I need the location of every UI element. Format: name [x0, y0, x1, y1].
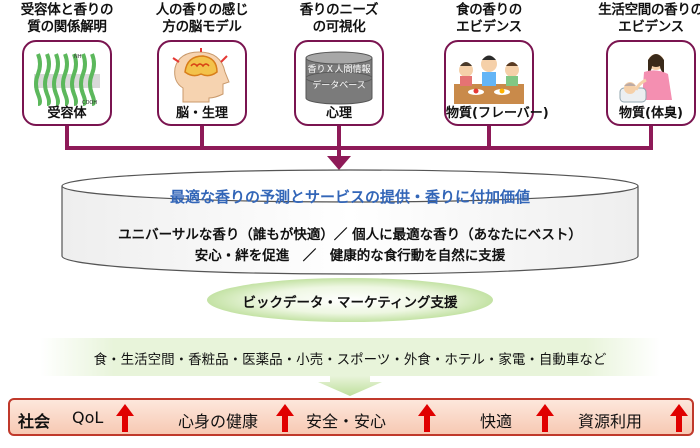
society-item-2: 心身の健康 — [178, 412, 259, 431]
up-arrow-icon — [670, 404, 688, 432]
bigdata-ellipse — [207, 278, 493, 322]
society-item-4: 快適 — [480, 412, 513, 431]
db-label-1: 香りＸ人間情報 — [307, 63, 370, 75]
family-dining-icon — [452, 48, 526, 106]
db-label-2: データベース — [312, 79, 366, 91]
society-item-3: 安全・安心 — [306, 412, 387, 431]
card-label: 物質(体臭) — [619, 106, 683, 121]
connector-drop-2 — [200, 126, 204, 148]
card-label: 脳・生理 — [175, 106, 228, 121]
svg-text:COOH: COOH — [82, 100, 97, 106]
connector-drop-3 — [337, 126, 341, 148]
brain-head-icon — [165, 48, 239, 106]
connector-center-stem — [337, 148, 341, 160]
database-cylinder-icon: 香りＸ人間情報データベース — [302, 48, 376, 106]
cylinder-title: 最適な香りの予測とサービスの提供・香りに付加価値 — [169, 188, 530, 206]
connector-horizontal — [65, 146, 653, 150]
card-label: 受容体 — [47, 106, 87, 121]
up-arrow-icon — [536, 404, 554, 432]
card-2: 脳・生理 — [157, 40, 247, 126]
connector-drop-5 — [649, 126, 653, 148]
column-title: 人の香りの感じ方の脳モデル — [155, 2, 249, 35]
connector-drop-4 — [487, 126, 491, 148]
receptor-molecule-icon: NH COOH — [30, 48, 104, 106]
card-4: 物質(フレーバー) — [444, 40, 549, 126]
card-label: 物質(フレーバー) — [446, 106, 549, 121]
society-heading: 社会 — [18, 412, 51, 431]
society-item-1: QoL — [72, 408, 104, 427]
mother-baby-icon — [614, 48, 688, 106]
svg-text:NH: NH — [74, 54, 82, 60]
card-label: 心理 — [325, 106, 352, 121]
column-title: 生活空間の香りのエビデンス — [598, 2, 700, 35]
up-arrow-icon — [276, 404, 294, 432]
column-title: 香りのニーズの可視化 — [299, 2, 379, 35]
up-arrow-icon — [116, 404, 134, 432]
column-title: 食の香りのエビデンス — [456, 2, 522, 35]
industry-band — [40, 338, 660, 396]
connector-arrowhead — [327, 156, 351, 170]
connector-drop-1 — [65, 126, 69, 148]
society-row: 社会 QoL 心身の健康 安全・安心 快適 資源利用 — [8, 398, 694, 436]
service-cylinder — [61, 169, 639, 275]
card-5: 物質(体臭) — [606, 40, 696, 126]
society-item-5: 資源利用 — [578, 412, 643, 431]
cylinder-line-1: ユニバーサルな香り（誰もが快適）／ 個人に最適な香り（あなたにベスト） — [118, 227, 582, 243]
cylinder-line-2: 安心・絆を促進 ／ 健康的な食行動を自然に支援 — [194, 248, 506, 264]
bigdata-label: ビックデータ・マーケティング支援 — [242, 295, 458, 311]
card-3: 香りＸ人間情報データベース心理 — [294, 40, 384, 126]
up-arrow-icon — [418, 404, 436, 432]
industries-list: 食・生活空間・香粧品・医薬品・小売・スポーツ・外食・ホテル・家電・自動車など — [93, 352, 607, 368]
column-title: 受容体と香りの質の関係解明 — [20, 2, 114, 35]
